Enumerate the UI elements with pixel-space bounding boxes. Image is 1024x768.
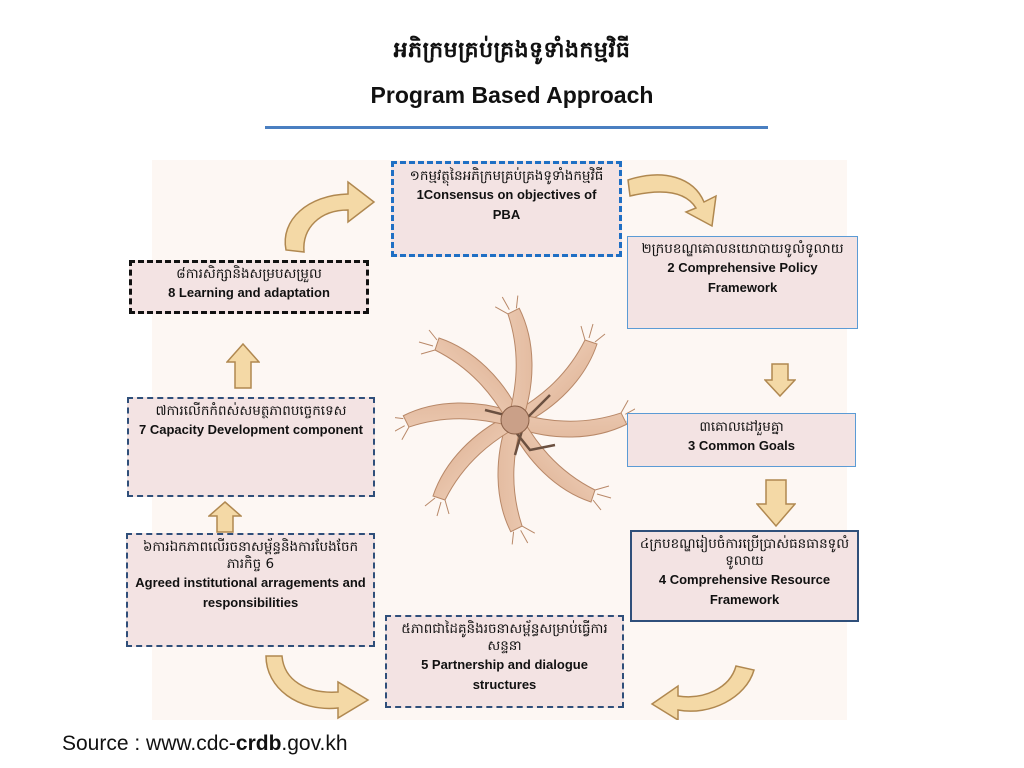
step-2-khmer: ២ក្របខណ្ឌគោលនយោបាយទូលំទូលាយ [641,241,844,257]
many-hands-illustration [395,295,635,545]
step-5-english: 5 Partnership and dialogue structures [421,657,588,692]
source-citation: Source : www.cdc-crdb.gov.kh [62,732,348,756]
step-6-english: Agreed institutional arragements and res… [135,575,366,610]
source-prefix: Source : www.cdc- [62,732,236,755]
curved-arrow-icon [284,180,376,253]
step-5-khmer: ៥ភាពជាដៃគូនិងរចនាសម្ព័ន្ធសម្រាប់ធ្វើការស… [401,621,608,654]
step-8-english: 8 Learning and adaptation [168,285,330,300]
step-2-box: ២ក្របខណ្ឌគោលនយោបាយទូលំទូលាយ 2 Comprehens… [627,236,858,329]
down-arrow-icon [756,479,796,528]
curved-arrow-icon [650,665,755,720]
up-arrow-icon [226,342,260,389]
title-divider [265,126,768,129]
step-7-khmer: ៧ការលើកកំពស់សមត្ថភាពបច្ចេកទេស [155,403,347,419]
source-bold: crdb [235,732,282,755]
step-6-box: ៦ការឯកភាពលើរចនាសម្ព័ន្ធនិងការបែងចែកភារកិ… [126,533,375,647]
curved-arrow-icon [627,174,717,228]
step-3-english: 3 Common Goals [688,438,795,453]
step-7-box: ៧ការលើកកំពស់សមត្ថភាពបច្ចេកទេស 7 Capacity… [127,397,375,497]
step-2-english: 2 Comprehensive Policy Framework [667,260,818,295]
page-title: Program Based Approach [370,82,654,108]
step-8-khmer: ៨ការសិក្សានិងសម្របសម្រួល [176,266,322,282]
source-suffix: .gov.kh [281,732,348,755]
step-3-khmer: ៣គោលដៅរួមគ្នា [699,419,784,435]
step-5-box: ៥ភាពជាដៃគូនិងរចនាសម្ព័ន្ធសម្រាប់ធ្វើការស… [385,615,624,708]
step-7-english: 7 Capacity Development component [139,422,363,437]
step-1-english: 1Consensus on objectives of PBA [416,187,597,222]
step-1-box: ១កម្មវត្ថុនៃអភិក្រមគ្រប់គ្រងទូទាំងកម្មវិ… [391,161,622,257]
up-arrow-icon [208,501,242,533]
step-8-box: ៨ការសិក្សានិងសម្របសម្រួល 8 Learning and … [129,260,369,314]
down-arrow-icon [764,363,796,398]
step-6-khmer: ៦ការឯកភាពលើរចនាសម្ព័ន្ធនិងការបែងចែកភារកិ… [142,539,359,572]
curved-arrow-icon [265,655,370,720]
step-4-box: ៤ក្របខណ្ឌរៀបចំការប្រើប្រាស់ធនធានទូលំទូលា… [630,530,859,622]
step-3-box: ៣គោលដៅរួមគ្នា 3 Common Goals [627,413,856,467]
step-1-khmer: ១កម្មវត្ថុនៃអភិក្រមគ្រប់គ្រងទូទាំងកម្មវិ… [409,168,604,184]
step-4-english: 4 Comprehensive Resource Framework [658,572,831,607]
title-khmer: អភិក្រមគ្រប់គ្រងទូទាំងកម្មវិធី [393,38,631,63]
step-4-khmer: ៤ក្របខណ្ឌរៀបចំការប្រើប្រាស់ធនធានទូលំទូលា… [639,536,850,569]
